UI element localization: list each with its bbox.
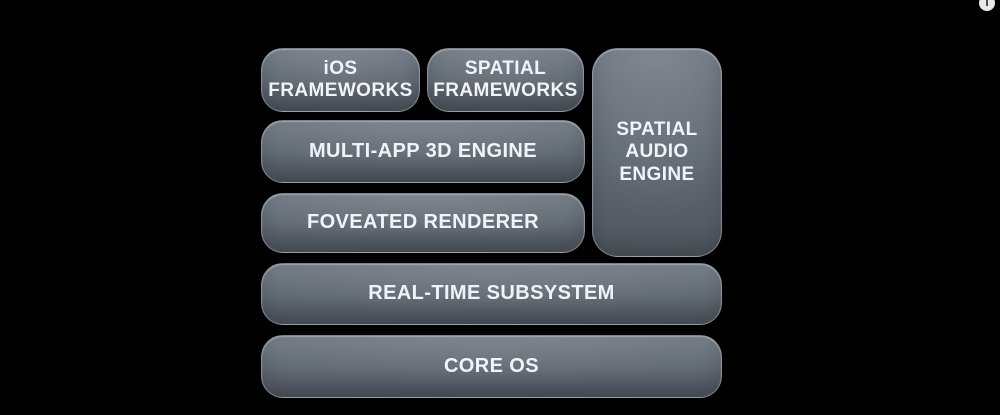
info-icon[interactable]: i: [979, 0, 995, 11]
box-spatial-frameworks: SPATIAL FRAMEWORKS: [427, 48, 584, 112]
box-ios-frameworks: iOS FRAMEWORKS: [261, 48, 420, 112]
box-core-os: CORE OS: [261, 335, 722, 398]
box-foveated-renderer: FOVEATED RENDERER: [261, 193, 585, 253]
box-spatial-audio-engine: SPATIAL AUDIO ENGINE: [592, 48, 722, 257]
box-multi-app-3d-engine: MULTI-APP 3D ENGINE: [261, 120, 585, 183]
box-real-time-subsystem: REAL-TIME SUBSYSTEM: [261, 263, 722, 325]
